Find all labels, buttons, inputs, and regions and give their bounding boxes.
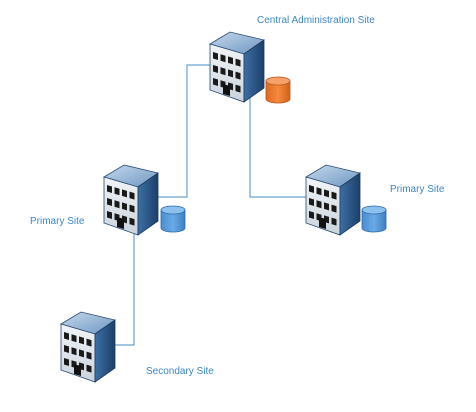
central-site-label: Central Administration Site: [257, 15, 375, 26]
primary-site-right-building-icon: [305, 164, 361, 236]
central-site-database-icon: [265, 76, 291, 104]
connector-central-to-primary-right: [249, 96, 312, 198]
connector-central-to-primary-left: [157, 64, 215, 198]
primary-site-left-building-icon: [103, 164, 159, 236]
primary-site-left-database-icon: [160, 205, 186, 233]
primary-site-right-label: Primary Site: [390, 184, 445, 195]
primary-site-right-database-icon: [361, 205, 387, 233]
secondary-site-building-icon: [60, 311, 116, 383]
central-site-building-icon: [209, 31, 265, 103]
primary-site-left-label: Primary Site: [30, 216, 85, 227]
secondary-site-label: Secondary Site: [146, 366, 214, 377]
